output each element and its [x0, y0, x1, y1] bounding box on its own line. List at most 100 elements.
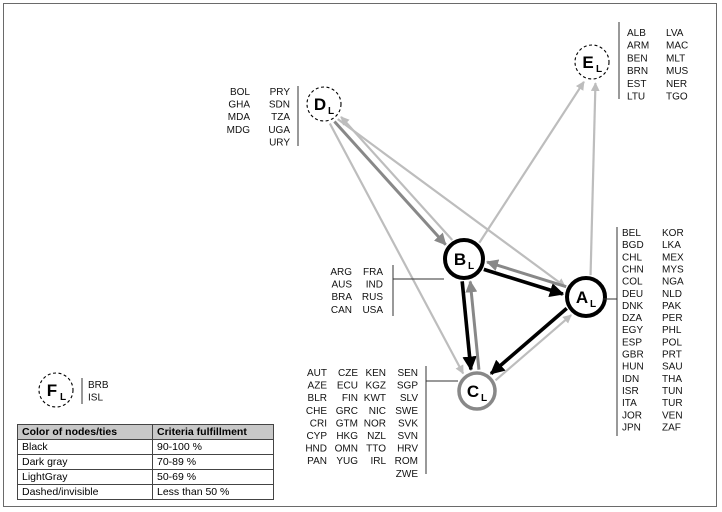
country-code: HRV	[397, 444, 418, 455]
node-circle	[38, 372, 74, 408]
country-code: TZA	[271, 112, 290, 123]
country-code: JPN	[622, 422, 641, 433]
ties	[328, 81, 600, 382]
country-code: GHA	[228, 100, 250, 111]
legend-color: Black	[17, 439, 153, 455]
tie-d-b	[333, 120, 447, 246]
country-code: RUS	[362, 292, 383, 303]
country-code: NZL	[367, 431, 386, 442]
country-code: KGZ	[365, 381, 386, 392]
country-code: GBR	[622, 350, 644, 361]
node-subscript: L	[60, 392, 66, 403]
country-code: CYP	[306, 431, 327, 442]
node-label: A	[576, 288, 588, 307]
country-code: PHL	[662, 325, 682, 336]
country-code: TUN	[662, 386, 683, 397]
country-code: AZE	[308, 381, 328, 392]
country-code: NLD	[662, 289, 682, 300]
country-code: HND	[305, 444, 327, 455]
legend-color: LightGray	[17, 469, 153, 485]
country-code: TTO	[366, 444, 386, 455]
country-code: TUR	[662, 398, 683, 409]
country-code: NGA	[662, 277, 684, 288]
country-code: CHN	[622, 264, 644, 275]
legend-criteria: Less than 50 %	[152, 484, 274, 500]
country-code: BRA	[331, 292, 352, 303]
country-code: MEX	[662, 252, 684, 263]
legend-criteria: 90-100 %	[152, 439, 274, 455]
node-circle	[574, 44, 610, 80]
node-circle	[565, 276, 607, 318]
country-code: IRL	[370, 456, 386, 467]
node-circle	[457, 371, 497, 411]
tie-b-c	[460, 281, 477, 371]
country-code: BEL	[622, 228, 641, 239]
country-code: BRB	[88, 380, 109, 391]
country-code: SVN	[397, 431, 418, 442]
country-code: ITA	[622, 398, 637, 409]
country-code: BOL	[230, 87, 250, 98]
country-code: PRY	[270, 87, 291, 98]
country-code: BLR	[308, 393, 327, 404]
country-code: ALB	[627, 28, 646, 39]
legend-color: Dark gray	[17, 454, 153, 470]
node-label: D	[314, 95, 326, 114]
country-code: YUG	[336, 456, 358, 467]
country-code: BGD	[622, 240, 644, 251]
country-code: CRI	[310, 418, 327, 429]
country-code: MUS	[666, 66, 689, 77]
country-code: SDN	[269, 100, 290, 111]
country-code: KOR	[662, 228, 684, 239]
country-code: ECU	[337, 381, 358, 392]
country-code: BRN	[627, 66, 648, 77]
country-code: CHE	[306, 406, 327, 417]
country-code: NOR	[364, 418, 386, 429]
country-code: PAK	[662, 301, 682, 312]
country-code: SGP	[397, 381, 418, 392]
country-code: FIN	[342, 393, 358, 404]
country-code: DNK	[622, 301, 643, 312]
node-subscript: L	[590, 299, 596, 310]
legend-criteria: 50-69 %	[152, 469, 274, 485]
legend-color: Dashed/invisible	[17, 484, 153, 500]
tie-d-a	[337, 118, 566, 288]
country-code: URY	[269, 137, 290, 148]
country-list-f: BRB ISL	[81, 378, 109, 404]
tie-b-d	[340, 116, 454, 241]
country-code: EGY	[622, 325, 643, 336]
country-code: AUT	[307, 368, 327, 379]
country-code: MDG	[227, 125, 251, 136]
country-code: ISL	[88, 393, 103, 404]
tie-a-c	[489, 306, 568, 375]
legend-table: Color of nodes/ties Criteria fulfillment…	[17, 424, 274, 500]
country-code: CZE	[338, 368, 358, 379]
legend-header-criteria: Criteria fulfillment	[152, 424, 274, 440]
country-code: MLT	[666, 53, 685, 64]
country-code: PAN	[307, 456, 327, 467]
tie-c-b	[465, 280, 481, 370]
node-label: C	[467, 382, 479, 401]
legend-header-row: Color of nodes/ties Criteria fulfillment	[17, 424, 274, 440]
country-code: USA	[362, 305, 383, 316]
country-code: HKG	[336, 431, 358, 442]
country-code: MDA	[228, 112, 251, 123]
tie-b-a	[483, 267, 565, 297]
country-code: CHL	[622, 252, 642, 263]
country-code: ARG	[330, 267, 352, 278]
country-code: HUN	[622, 362, 644, 373]
